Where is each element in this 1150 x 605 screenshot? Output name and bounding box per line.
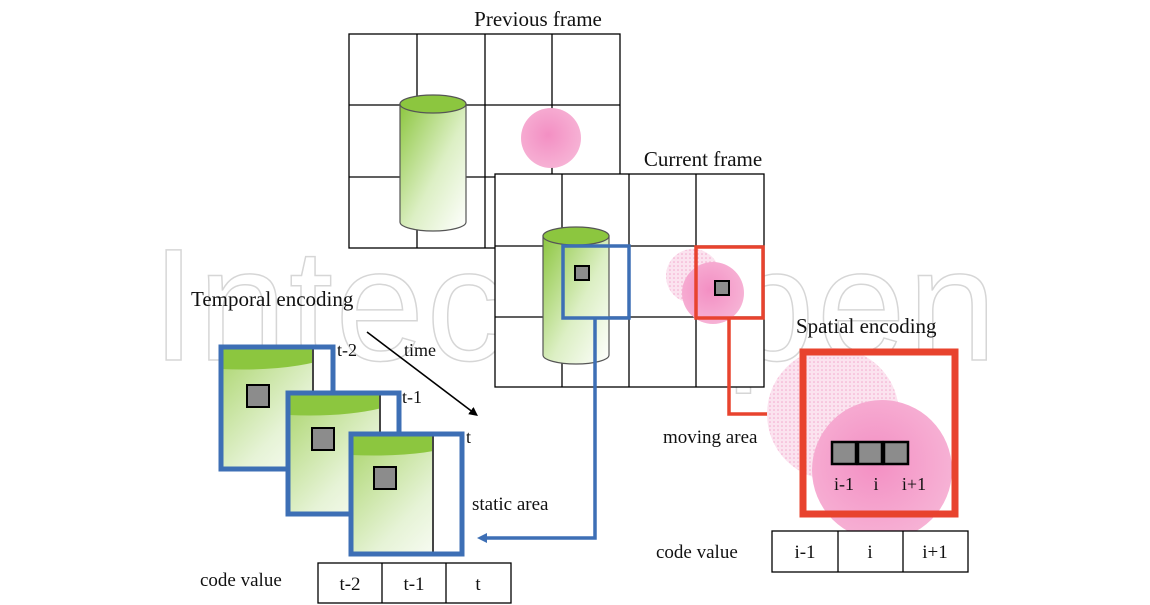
spatial-panel [767, 348, 959, 540]
time-arrow [366, 331, 478, 417]
static-area-arrow [477, 318, 597, 543]
pixel-i [856, 440, 884, 466]
temporal-code-table: t-2 t-1 t [317, 562, 512, 604]
time-label: time [404, 340, 436, 360]
temporal-code-cell: t-1 [403, 574, 424, 595]
previous-frame-title: Previous frame [474, 7, 602, 31]
frame-label-t-1: t-1 [402, 387, 422, 407]
pixel-i+1 [882, 440, 910, 466]
spatial-code-cell: i-1 [794, 542, 815, 563]
moving-pixel-marker [714, 280, 730, 296]
temporal-code-label: code value [200, 570, 282, 591]
spatial-code-cell: i+1 [922, 542, 948, 563]
current-frame: Current frame [494, 147, 765, 388]
pixel-label: i-1 [834, 474, 854, 494]
temporal-encoding-title: Temporal encoding [191, 287, 354, 311]
moving-area-label: moving area [663, 427, 758, 448]
static-area-label: static area [472, 494, 549, 515]
temporal-code-cell: t-2 [339, 574, 360, 595]
spatial-code-table: i-1 i i+1 [771, 530, 969, 573]
pixel-label: i [873, 474, 878, 494]
temporal-code-cell: t [475, 574, 481, 595]
spatial-encoding: Spatial encoding i-1 i i+1 moving area c… [656, 314, 969, 573]
pink-ball-previous [521, 108, 581, 168]
spatial-code-cell: i [867, 542, 872, 563]
static-pixel-marker [574, 265, 590, 281]
frame-panel-t [348, 431, 465, 557]
spatial-encoding-title: Spatial encoding [796, 314, 937, 338]
frame-label-t-2: t-2 [337, 340, 357, 360]
pixel-i-1 [830, 440, 858, 466]
pixel-label: i+1 [902, 474, 926, 494]
frame-label-t: t [466, 427, 471, 447]
cylinder-object-current [542, 226, 610, 365]
pink-ball-current [682, 262, 744, 324]
cylinder-object-previous [399, 94, 467, 232]
current-frame-title: Current frame [644, 147, 762, 171]
temporal-encoding: Temporal encoding time t-2 t-1 [191, 287, 549, 604]
spatial-code-label: code value [656, 542, 738, 563]
